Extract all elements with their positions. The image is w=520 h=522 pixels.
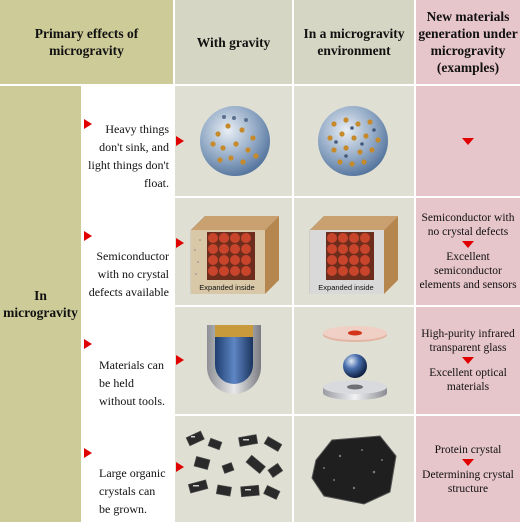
- crucible-image: [207, 325, 261, 394]
- crystal-cube-defects-image: Expanded inside: [190, 215, 279, 294]
- down-arrow-icon: [462, 241, 474, 248]
- header-primary-effects: Primary effects of microgravity: [0, 0, 173, 84]
- header-new-materials: New materials generation under micrograv…: [416, 0, 520, 84]
- microgravity-cell: Expanded inside: [294, 198, 414, 305]
- crystal-cube-perfect-image: Expanded inside: [309, 215, 398, 294]
- microgravity-cell: [294, 86, 414, 196]
- header-with-gravity: With gravity: [175, 0, 292, 84]
- sedimented-particles-image: [200, 106, 270, 176]
- uniform-particles-image: [318, 106, 388, 176]
- effect-text: Semiconductor with no crystal defects av…: [88, 249, 169, 299]
- result-bottom-text: Excellent optical materials: [429, 367, 507, 393]
- effect-cell: Semiconductor with no crystal defects av…: [83, 198, 173, 305]
- result-cell: Protein crystal Determining crystal stru…: [416, 416, 520, 522]
- result-bottom-text: Determining crystal structure: [422, 468, 514, 495]
- effect-cell: Large organic crystals can be grown.: [83, 416, 173, 522]
- effect-cell: Materials can be held without tools.: [83, 307, 173, 414]
- expanded-inside-caption: Expanded inside: [318, 283, 373, 292]
- with-gravity-cell: [175, 416, 292, 522]
- red-arrow-icon: [84, 339, 92, 349]
- red-arrow-icon: [84, 231, 92, 241]
- in-microgravity-label: In microgravity: [0, 86, 81, 522]
- microgravity-cell: [294, 307, 414, 414]
- with-gravity-cell: Expanded inside: [175, 198, 292, 305]
- red-arrow-icon: [176, 238, 184, 248]
- red-arrow-icon: [84, 119, 92, 129]
- microgravity-cell: [294, 416, 414, 522]
- effect-text: Heavy things don't sink, and light thing…: [88, 122, 169, 190]
- red-arrow-icon: [176, 462, 184, 472]
- large-crystal-image: [311, 435, 397, 505]
- down-arrow-icon: [462, 357, 474, 364]
- header-microgravity-environment: In a microgravity environment: [294, 0, 414, 84]
- small-crystals-image: [185, 430, 284, 500]
- down-arrow-icon: [462, 137, 474, 145]
- expanded-inside-caption: Expanded inside: [199, 283, 254, 292]
- red-arrow-icon: [176, 136, 184, 146]
- effect-cell: Heavy things don't sink, and light thing…: [83, 86, 173, 196]
- result-bottom-text: Excellent semiconductor elements and sen…: [419, 251, 517, 291]
- levitated-sphere-image: [323, 326, 387, 400]
- result-top-text: Protein crystal: [434, 443, 502, 456]
- result-cell: [416, 86, 520, 196]
- effect-text: Large organic crystals can be grown.: [99, 466, 166, 516]
- red-arrow-icon: [84, 448, 92, 458]
- red-arrow-icon: [176, 355, 184, 365]
- result-cell: Semiconductor with no crystal defects Ex…: [416, 198, 520, 305]
- result-top-text: Semiconductor with no crystal defects: [421, 212, 515, 238]
- result-top-text: High-purity infrared transparent glass: [421, 328, 515, 354]
- effect-text: Materials can be held without tools.: [99, 358, 166, 408]
- result-cell: High-purity infrared transparent glass E…: [416, 307, 520, 414]
- with-gravity-cell: [175, 86, 292, 196]
- with-gravity-cell: [175, 307, 292, 414]
- down-arrow-icon: [462, 458, 474, 466]
